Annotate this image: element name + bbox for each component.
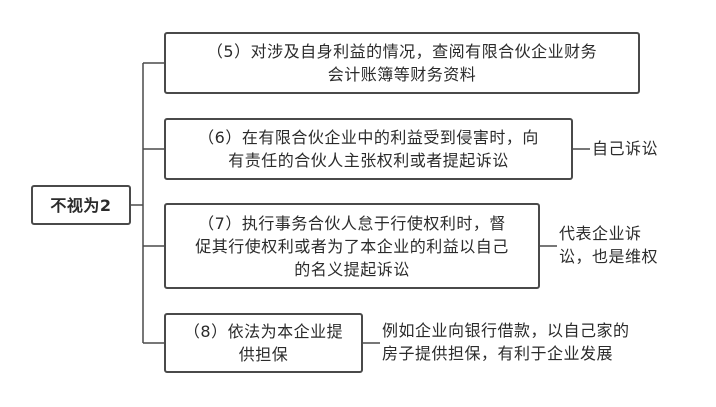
root-node: 不视为2	[31, 185, 131, 225]
note-7-line-2: 讼，也是维权	[559, 247, 659, 266]
branch-5-line-2: 会计账簿等财务资料	[327, 65, 477, 84]
note-7-line-1: 代表企业诉	[559, 224, 642, 243]
branch-6-line-1: （6）在有限合伙企业中的利益受到侵害时，向	[198, 128, 539, 147]
note-6-line-1: 自己诉讼	[592, 139, 659, 158]
branch-node-5: （5）对涉及自身利益的情况，查阅有限合伙企业财务 会计账簿等财务资料	[164, 32, 640, 94]
branch-7-line-2: 促其行使权利或者为了本企业的利益以自己	[195, 236, 509, 256]
branch-7-line-1: （7）执行事务合伙人怠于行使权利时，督	[198, 213, 506, 233]
branch-6-line-2: 有责任的合伙人主张权利或者提起诉讼	[228, 151, 509, 170]
note-8-line-1: 例如企业向银行借款，以自己家的	[382, 321, 630, 340]
note-8-line-2: 房子提供担保，有利于企业发展	[382, 344, 614, 363]
note-8: 例如企业向银行借款，以自己家的 房子提供担保，有利于企业发展	[382, 319, 630, 365]
branch-8-line-1: （8）依法为本企业提	[183, 322, 344, 341]
branch-7-line-3: 的名义提起诉讼	[294, 259, 410, 279]
branch-8-line-2: 供担保	[238, 345, 289, 364]
branch-5-line-1: （5）对涉及自身利益的情况，查阅有限合伙企业财务	[206, 42, 598, 61]
root-label: 不视为2	[50, 195, 112, 215]
branch-node-6: （6）在有限合伙企业中的利益受到侵害时，向 有责任的合伙人主张权利或者提起诉讼	[164, 118, 573, 180]
branch-node-7: （7）执行事务合伙人怠于行使权利时，督 促其行使权利或者为了本企业的利益以自己 …	[164, 203, 540, 289]
note-7: 代表企业诉 讼，也是维权	[559, 222, 658, 268]
note-6: 自己诉讼	[592, 137, 658, 160]
branch-node-8: （8）依法为本企业提 供担保	[164, 313, 363, 373]
